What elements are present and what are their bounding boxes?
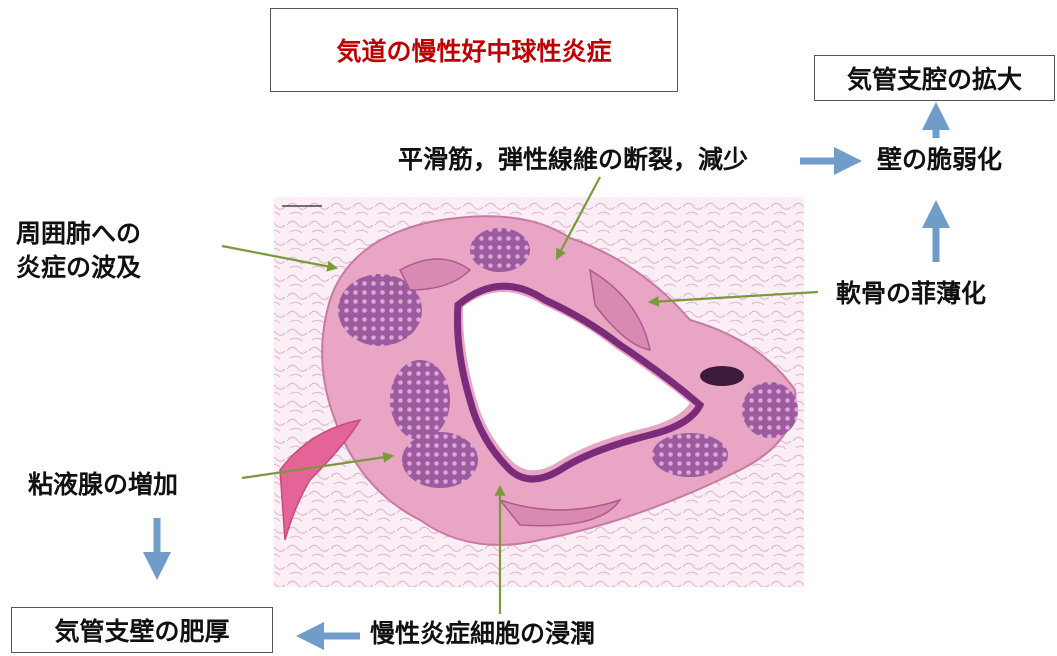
pointer-spread [222,246,336,268]
pointer-cartilage [650,292,818,302]
pointer-mucous-gland [242,456,392,478]
pointer-smooth-muscle [557,177,600,258]
